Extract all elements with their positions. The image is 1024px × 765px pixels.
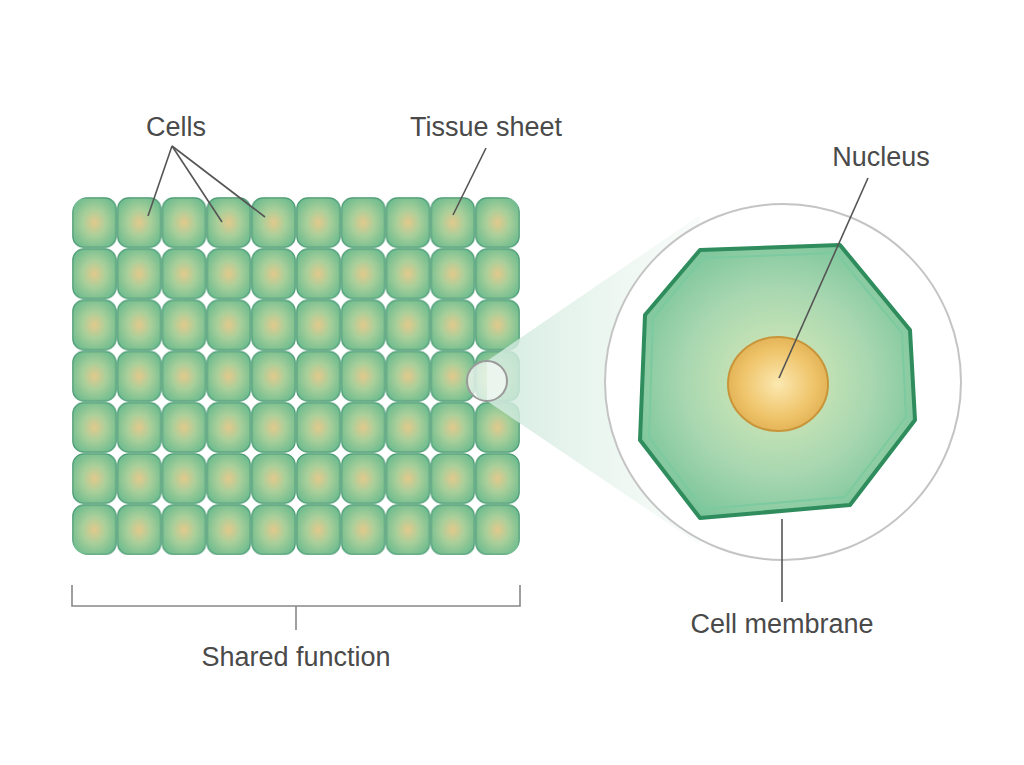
part-label: Cells xyxy=(146,113,206,143)
function-bracket xyxy=(72,585,520,630)
nucleus-shape xyxy=(728,337,828,431)
zoom-circle xyxy=(467,361,507,401)
magnifier-circle xyxy=(605,204,961,560)
membrane-inner-line xyxy=(649,253,906,509)
bracket-label: Shared function xyxy=(201,643,390,673)
part-label: Nucleus xyxy=(832,143,930,173)
cell-membrane-outline xyxy=(640,245,915,518)
leader-lines xyxy=(148,146,868,602)
part-label: Tissue sheet xyxy=(410,113,562,143)
tissue-sheet xyxy=(72,197,520,555)
part-label: Cell membrane xyxy=(690,610,873,640)
